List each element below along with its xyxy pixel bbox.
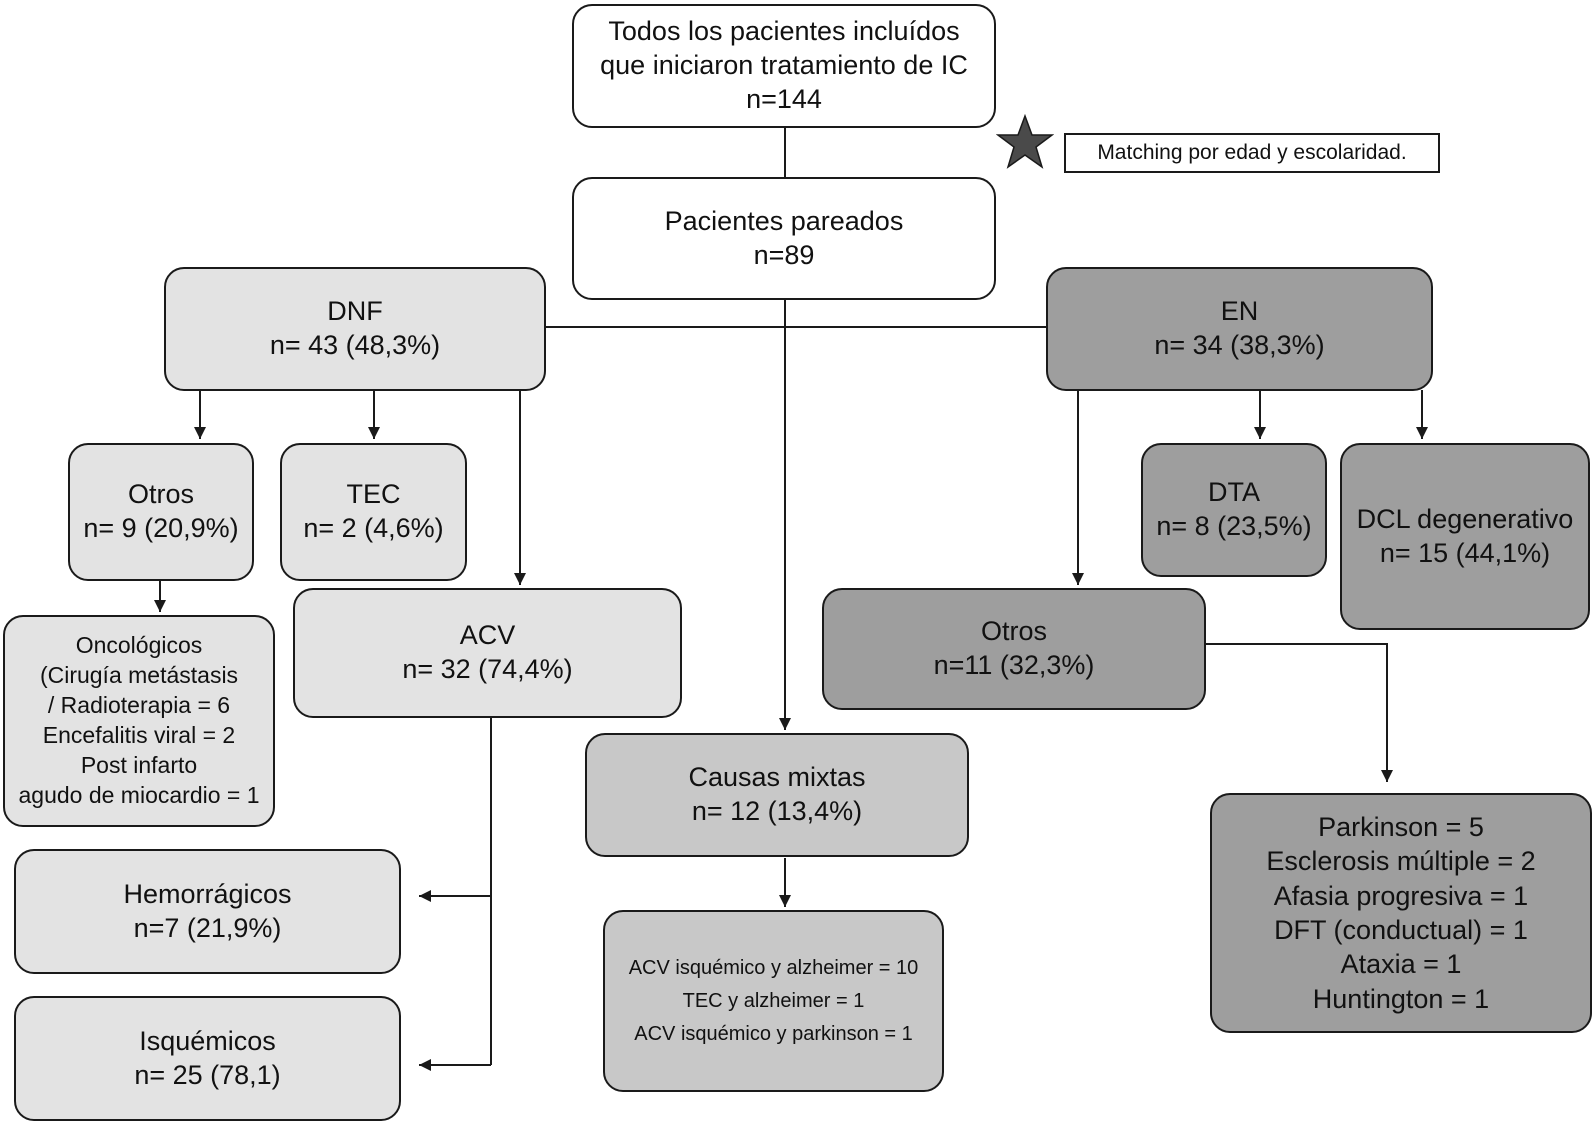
node-causas-mixtas-line-1: Causas mixtas <box>688 762 866 793</box>
node-en-detalle-line-6: Huntington = 1 <box>1312 983 1490 1014</box>
node-en-detalle: Parkinson = 5 Esclerosis múltiple = 2 Af… <box>1210 793 1592 1033</box>
node-dcl-line-1: DCL degenerativo <box>1356 503 1574 534</box>
node-oncologicos-line-1: Oncológicos <box>75 632 203 659</box>
node-mixtas-detalle-line-2: TEC y alzheimer = 1 <box>682 989 865 1012</box>
node-oncologicos-line-4: Encefalitis viral = 2 <box>42 722 236 748</box>
node-isquemicos: Isquémicos n= 25 (78,1) <box>14 996 401 1121</box>
node-oncologicos-line-6: agudo de miocardio = 1 <box>18 781 260 808</box>
node-otros-en: Otros n=11 (32,3%) <box>822 588 1206 710</box>
node-tec-line-2: n= 2 (4,6%) <box>303 513 444 543</box>
node-en-line-1: EN <box>1220 296 1259 327</box>
node-isquemicos-line-2: n= 25 (78,1) <box>134 1059 281 1090</box>
node-tec: TEC n= 2 (4,6%) <box>280 443 467 581</box>
node-otros-dnf-line-1: Otros <box>127 479 194 510</box>
node-en-line-2: n= 34 (38,3%) <box>1154 330 1325 360</box>
node-acv: ACV n= 32 (74,4%) <box>293 588 682 718</box>
node-en-detalle-line-4: DFT (conductual) = 1 <box>1274 915 1528 945</box>
node-otros-dnf-line-2: n= 9 (20,9%) <box>83 513 239 543</box>
node-acv-line-2: n= 32 (74,4%) <box>402 654 573 684</box>
node-dcl-line-2: n= 15 (44,1%) <box>1379 537 1551 568</box>
node-pareados-line-1: Pacientes pareados <box>664 205 904 236</box>
node-hemorragicos: Hemorrágicos n=7 (21,9%) <box>14 849 401 974</box>
node-todos-line-1: Todos los pacientes incluídos <box>608 16 960 47</box>
node-dta: DTA n= 8 (23,5%) <box>1141 443 1327 577</box>
node-pareados-line-2: n=89 <box>753 239 815 270</box>
node-mixtas-detalle-line-3: ACV isquémico y parkinson = 1 <box>634 1022 913 1045</box>
node-otros-en-line-1: Otros <box>980 616 1047 647</box>
node-en-detalle-line-1: Parkinson = 5 <box>1318 812 1484 843</box>
node-todos-line-3: n=144 <box>746 83 822 114</box>
node-dta-line-1: DTA <box>1208 477 1260 508</box>
node-dnf-line-2: n= 43 (48,3%) <box>269 330 441 360</box>
node-dcl: DCL degenerativo n= 15 (44,1%) <box>1340 443 1590 630</box>
node-causas-mixtas: Causas mixtas n= 12 (13,4%) <box>585 733 969 857</box>
node-en: EN n= 34 (38,3%) <box>1046 267 1433 391</box>
node-hemorragicos-line-1: Hemorrágicos <box>123 878 292 909</box>
node-oncologicos-line-3: / Radioterapia = 6 <box>47 692 231 719</box>
node-mixtas-detalle-line-1: ACV isquémico y alzheimer = 10 <box>628 956 919 979</box>
star-icon <box>996 114 1054 169</box>
node-tec-line-1: TEC <box>346 479 401 510</box>
node-otros-dnf: Otros n= 9 (20,9%) <box>68 443 254 581</box>
node-hemorragicos-line-2: n=7 (21,9%) <box>133 912 282 943</box>
node-causas-mixtas-line-2: n= 12 (13,4%) <box>691 796 863 826</box>
node-dnf-line-1: DNF <box>327 296 383 327</box>
node-otros-en-line-2: n=11 (32,3%) <box>933 650 1095 680</box>
arrow-otros-en-detalle <box>1206 643 1393 782</box>
node-todos-line-2: que iniciaron tratamiento de IC <box>600 50 968 81</box>
node-mixtas-detalle: ACV isquémico y alzheimer = 10 TEC y alz… <box>603 910 944 1092</box>
node-en-detalle-line-5: Ataxia = 1 <box>1340 949 1462 980</box>
node-en-detalle-line-3: Afasia progresiva = 1 <box>1273 880 1529 911</box>
node-todos: Todos los pacientes incluídos que inicia… <box>572 4 996 128</box>
node-oncologicos: Oncológicos (Cirugía metástasis / Radiot… <box>3 615 275 827</box>
node-acv-line-1: ACV <box>459 620 516 651</box>
node-oncologicos-line-5: Post infarto <box>80 751 198 778</box>
node-isquemicos-line-1: Isquémicos <box>139 1025 276 1056</box>
node-dnf: DNF n= 43 (48,3%) <box>164 267 546 391</box>
node-oncologicos-line-2: (Cirugía metástasis <box>39 662 239 689</box>
matching-note: Matching por edad y escolaridad. <box>1064 133 1440 173</box>
node-en-detalle-line-2: Esclerosis múltiple = 2 <box>1266 846 1536 877</box>
node-pareados: Pacientes pareados n=89 <box>572 177 996 300</box>
node-dta-line-2: n= 8 (23,5%) <box>1156 511 1312 541</box>
